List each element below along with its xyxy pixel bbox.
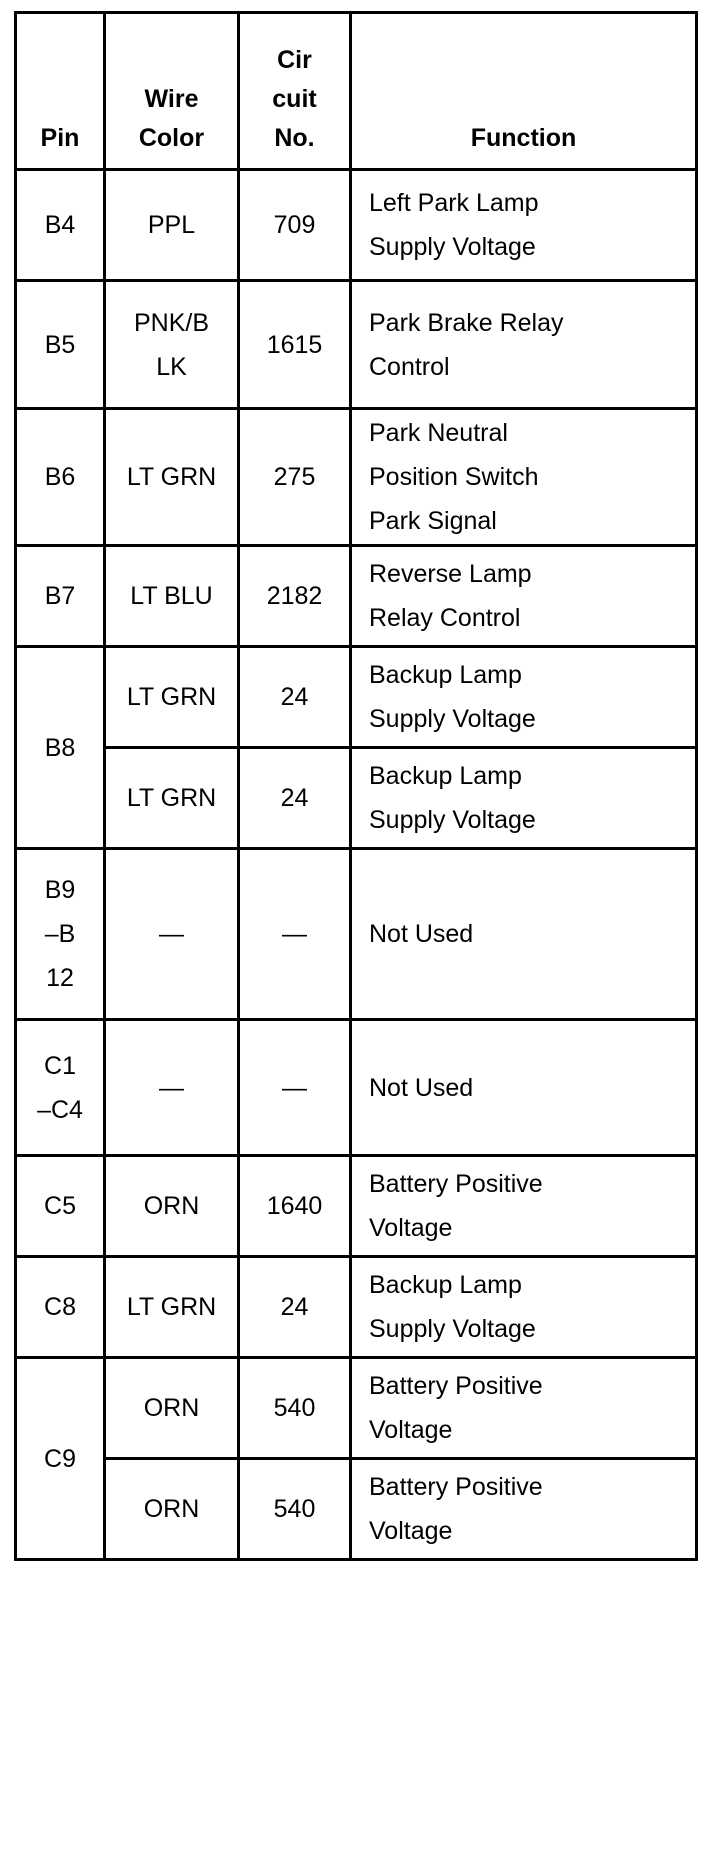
circuit-cell: 24 <box>237 645 352 749</box>
wire-color-cell: LT GRN <box>103 407 240 547</box>
header-pin: Pin <box>14 11 106 171</box>
circuit-cell: 24 <box>237 746 352 850</box>
wire-color-cell: LT GRN <box>103 746 240 850</box>
pin-cell: C8 <box>14 1255 106 1359</box>
header-function: Function <box>349 11 698 171</box>
wire-color-cell: ORN <box>103 1457 240 1561</box>
wire-color-cell: LT BLU <box>103 544 240 648</box>
circuit-cell: 1640 <box>237 1154 352 1258</box>
wire-color-cell: — <box>103 847 240 1021</box>
pin-cell: C9 <box>14 1356 106 1561</box>
circuit-cell: 540 <box>237 1356 352 1460</box>
pin-cell: C1–C4 <box>14 1018 106 1157</box>
wire-color-cell: ORN <box>103 1356 240 1460</box>
pin-cell: B4 <box>14 168 106 282</box>
circuit-cell: 1615 <box>237 279 352 410</box>
circuit-cell: 275 <box>237 407 352 547</box>
pin-cell: C5 <box>14 1154 106 1258</box>
header-wire-color: Wire Color <box>103 11 240 171</box>
table-row: C1–C4——Not Used <box>14 1018 698 1157</box>
pin-cell: B5 <box>14 279 106 410</box>
pin-cell: B6 <box>14 407 106 547</box>
function-cell: Not Used <box>349 1018 698 1157</box>
wire-color-cell: ORN <box>103 1154 240 1258</box>
wire-color-cell: LT GRN <box>103 1255 240 1359</box>
pin-cell: B8 <box>14 645 106 850</box>
wire-color-cell: LT GRN <box>103 645 240 749</box>
pin-cell: B7 <box>14 544 106 648</box>
circuit-cell: 540 <box>237 1457 352 1561</box>
wire-color-cell: PPL <box>103 168 240 282</box>
function-cell: Not Used <box>349 847 698 1021</box>
header-circuit-no: Cir cuit No. <box>237 11 352 171</box>
circuit-cell: — <box>237 1018 352 1157</box>
circuit-cell: 2182 <box>237 544 352 648</box>
circuit-cell: 709 <box>237 168 352 282</box>
header-row: Pin Wire Color Cir cuit No. Function <box>14 11 698 171</box>
wire-color-cell: — <box>103 1018 240 1157</box>
circuit-cell: — <box>237 847 352 1021</box>
circuit-cell: 24 <box>237 1255 352 1359</box>
